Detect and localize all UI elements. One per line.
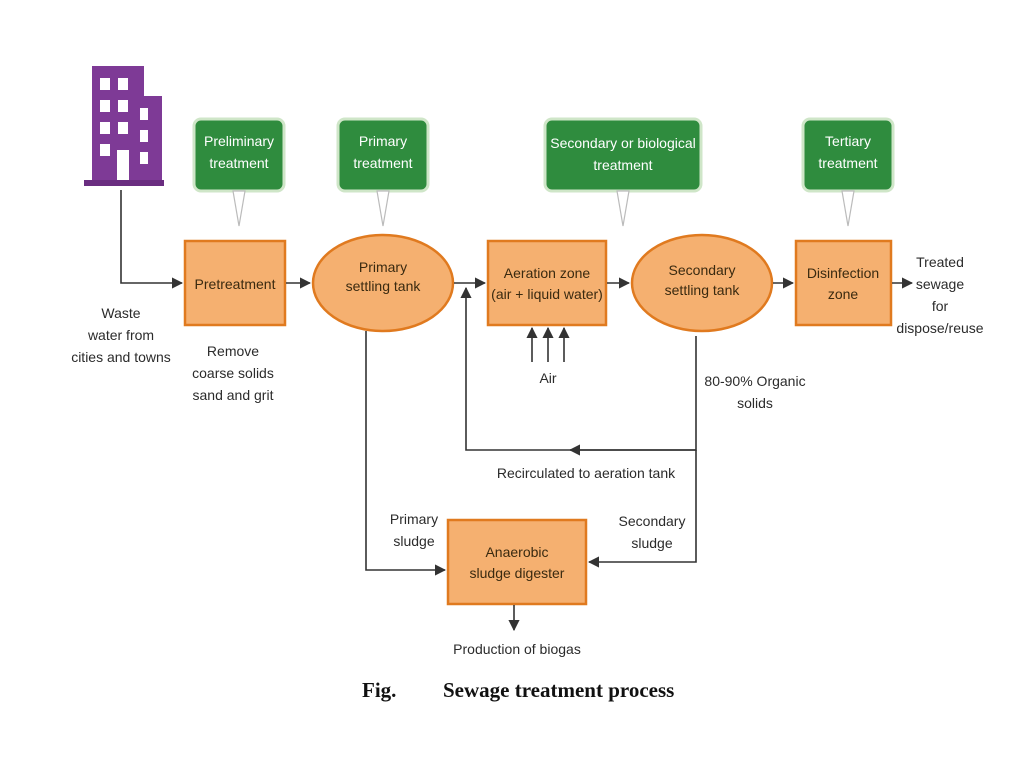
- svg-text:coarse solids: coarse solids: [192, 365, 274, 381]
- svg-text:sludge: sludge: [393, 533, 434, 549]
- treated-sewage-label: Treated sewage for dispose/reuse: [896, 254, 983, 336]
- aeration-zone-box: Aeration zone (air + liquid water): [486, 239, 608, 327]
- callout-secondary-line2: treatment: [593, 157, 652, 173]
- callout-preliminary-line1: Preliminary: [204, 133, 274, 149]
- callout-primary-line2: treatment: [353, 155, 412, 171]
- secondary-settling-tank: Secondary settling tank: [630, 233, 774, 333]
- svg-text:Remove: Remove: [207, 343, 259, 359]
- svg-text:sand and grit: sand and grit: [193, 387, 274, 403]
- secondary-tank-line2: settling tank: [665, 282, 741, 298]
- inflow-arrow: [120, 190, 184, 289]
- svg-text:sewage: sewage: [916, 276, 964, 292]
- primary-settling-tank: Primary settling tank: [311, 233, 455, 333]
- callout-primary-treatment: Primary treatment: [336, 117, 430, 227]
- callout-secondary-treatment: Secondary or biological treatment: [543, 117, 703, 227]
- callout-preliminary-treatment: Preliminary treatment: [192, 117, 286, 227]
- pretreatment-box: Pretreatment: [183, 239, 287, 327]
- svg-text:Primary: Primary: [390, 511, 438, 527]
- svg-text:80-90% Organic: 80-90% Organic: [704, 373, 805, 389]
- caption-prefix: Fig.: [362, 678, 396, 702]
- callout-tertiary-line1: Tertiary: [825, 133, 871, 149]
- caption-title: Sewage treatment process: [443, 678, 674, 702]
- svg-text:Treated: Treated: [916, 254, 964, 270]
- primary-sludge-arrow: [365, 331, 447, 576]
- disinfection-line2: zone: [828, 286, 859, 302]
- primary-sludge-label: Primary sludge: [390, 511, 438, 549]
- pretreatment-label: Pretreatment: [195, 276, 276, 292]
- svg-text:cities and towns: cities and towns: [71, 349, 171, 365]
- svg-text:water from: water from: [87, 327, 154, 343]
- organic-solids-label: 80-90% Organic solids: [704, 373, 805, 411]
- disinfection-line1: Disinfection: [807, 265, 879, 281]
- secondary-tank-line1: Secondary: [669, 262, 736, 278]
- air-label: Air: [539, 370, 556, 386]
- aeration-line1: Aeration zone: [504, 265, 591, 281]
- svg-text:dispose/reuse: dispose/reuse: [896, 320, 983, 336]
- svg-text:sludge: sludge: [631, 535, 672, 551]
- svg-text:solids: solids: [737, 395, 773, 411]
- figure-caption: Fig. Sewage treatment process: [362, 678, 674, 702]
- callout-tertiary-line2: treatment: [818, 155, 877, 171]
- svg-text:Waste: Waste: [101, 305, 140, 321]
- recirculated-label: Recirculated to aeration tank: [497, 465, 676, 481]
- secondary-sludge-arrow: [587, 450, 697, 568]
- remove-solids-label: Remove coarse solids sand and grit: [192, 343, 274, 403]
- anaerobic-digester-box: Anaerobic sludge digester: [446, 518, 588, 606]
- aeration-line2: (air + liquid water): [491, 286, 603, 302]
- callout-secondary-line1: Secondary or biological: [550, 135, 696, 151]
- secondary-sludge-label: Secondary sludge: [619, 513, 686, 551]
- disinfection-zone-box: Disinfection zone: [794, 239, 893, 327]
- svg-text:Secondary: Secondary: [619, 513, 686, 529]
- primary-tank-line1: Primary: [359, 259, 407, 275]
- callout-tertiary-treatment: Tertiary treatment: [801, 117, 895, 227]
- biogas-label: Production of biogas: [453, 641, 581, 657]
- callout-primary-line1: Primary: [359, 133, 407, 149]
- callout-preliminary-line2: treatment: [209, 155, 268, 171]
- svg-text:for: for: [932, 298, 949, 314]
- digester-line2: sludge digester: [470, 565, 565, 581]
- primary-tank-line2: settling tank: [346, 278, 422, 294]
- waste-water-label: Waste water from cities and towns: [71, 305, 171, 365]
- building-icon: [84, 66, 164, 186]
- digester-line1: Anaerobic: [485, 544, 548, 560]
